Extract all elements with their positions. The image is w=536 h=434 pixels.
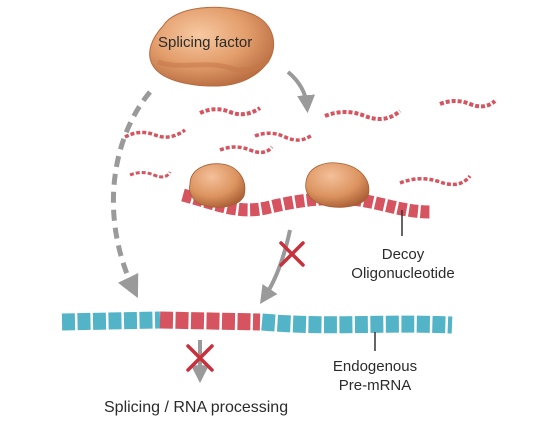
red-x-icon <box>279 241 305 267</box>
binding-arrow <box>286 70 316 114</box>
splicing-factor-label: Splicing factor <box>158 34 252 51</box>
premrna-right-exon <box>261 313 453 334</box>
premrna-left-exon <box>61 311 161 331</box>
endogenous-label-line2: Pre-mRNA <box>339 377 412 394</box>
splicing-outcome-label: Splicing / RNA processing <box>104 399 288 416</box>
decoy-strand <box>199 106 262 117</box>
decoy-label-line2: Oligonucleotide <box>351 265 454 282</box>
splicing-factor-protein <box>149 6 275 87</box>
decoy-strand <box>219 145 274 155</box>
decoy-label-line1: Decoy <box>382 246 425 263</box>
decoy-strand <box>439 99 497 109</box>
bound-splicing-factor <box>305 162 370 208</box>
endogenous-premrna-strand <box>61 311 453 334</box>
endogenous-label-line1: Endogenous <box>333 358 417 375</box>
free-decoy-strands <box>124 99 497 187</box>
bound-splicing-factor <box>189 163 246 208</box>
dashed-arrow-to-premrna <box>110 90 152 299</box>
decoy-strand <box>254 131 314 142</box>
decoy-strand <box>129 171 172 179</box>
premrna-binding-site <box>159 311 261 331</box>
decoy-oligonucleotide-strand <box>181 188 431 219</box>
decoy-strand <box>124 128 187 139</box>
red-x-icon <box>186 344 214 372</box>
decoy-strand <box>324 109 402 122</box>
decoy-strand <box>399 174 472 187</box>
blocked-arrow-to-premrna <box>260 229 292 304</box>
